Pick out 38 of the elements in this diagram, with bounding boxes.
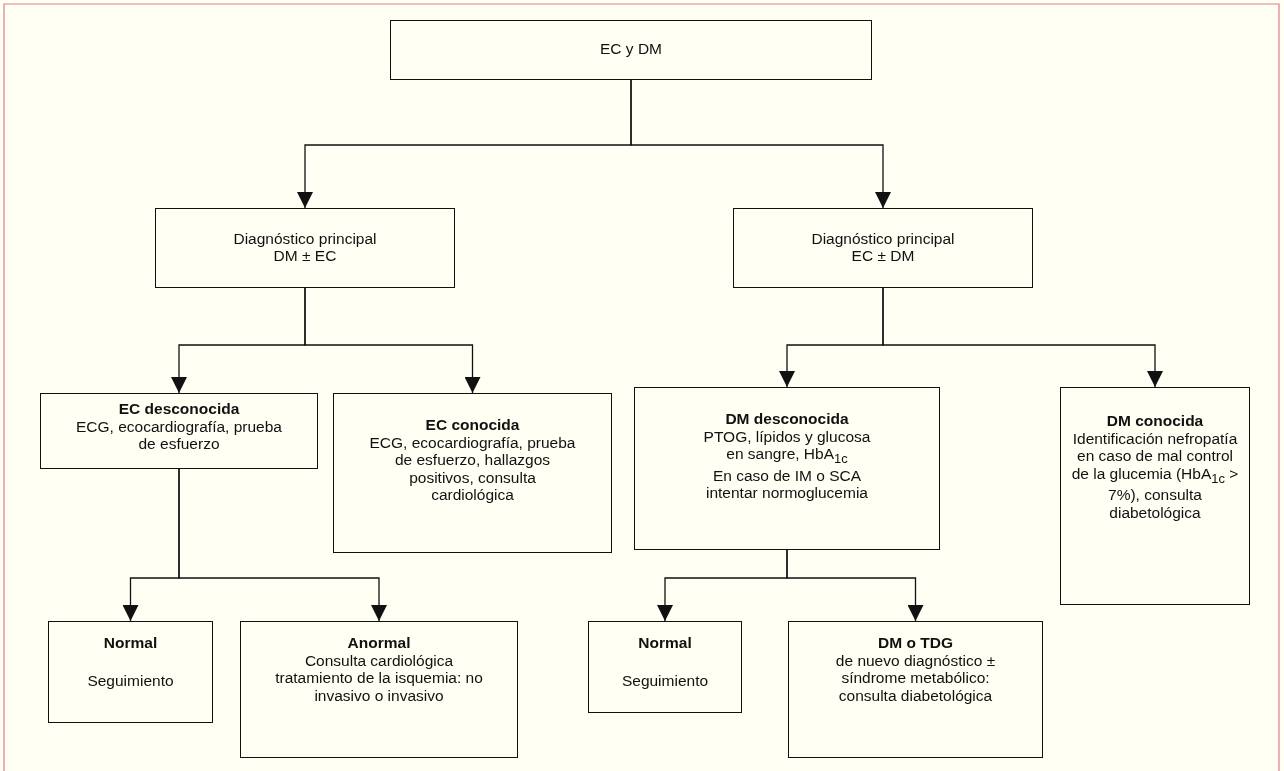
arrow xyxy=(178,468,387,622)
box-heading: DM o TDG xyxy=(878,634,953,652)
box-heading: DM conocida xyxy=(1106,412,1204,430)
process-box xyxy=(155,208,455,288)
box-text: ECG, ecocardiografía, prueba de esfuerzo xyxy=(75,417,283,453)
box-heading: Normal xyxy=(103,634,158,652)
process-box xyxy=(1060,387,1250,605)
box-text: ECG, ecocardiografía, prueba de esfuerzo, hallazgos positivos, consulta cardiológica xyxy=(368,433,577,504)
process-box xyxy=(634,387,940,550)
process-box xyxy=(588,621,742,713)
box-text: En caso de IM o SCA intentar normoglucemia xyxy=(705,466,869,502)
process-box xyxy=(240,621,518,758)
process-box xyxy=(40,393,318,469)
box-text: de nuevo diagnóstico ± síndrome metabólico: consulta diabetológica xyxy=(834,651,997,704)
arrow xyxy=(786,549,924,622)
arrow xyxy=(630,79,891,209)
box-heading: EC conocida xyxy=(425,416,520,434)
box-text: EC y DM xyxy=(600,40,662,58)
box-text: Seguimiento xyxy=(87,671,174,689)
box-text: DM ± EC xyxy=(273,247,337,265)
arrow xyxy=(304,287,481,394)
box-text: Diagnóstico principal xyxy=(233,229,377,247)
process-box xyxy=(390,20,872,80)
process-box xyxy=(733,208,1033,288)
box-text: Diagnóstico principal xyxy=(811,229,955,247)
box-text: EC ± DM xyxy=(851,247,915,265)
arrow xyxy=(882,287,1163,388)
process-box xyxy=(333,393,612,553)
box-text: Consulta cardiológica tratamiento de la isquemia: no invasivo o invasivo xyxy=(275,651,483,704)
box-text: Identificación nefropatía en caso de mal control de la glucemia (HbA$_{1c}$ > 7%), consulta diabetológica xyxy=(1070,429,1240,522)
box-text: Seguimiento xyxy=(621,671,709,689)
process-box xyxy=(788,621,1043,758)
box-heading: Anormal xyxy=(347,634,411,652)
box-text: PTOG, lípidos y glucosa en sangre, HbA$_{1c}$ xyxy=(702,427,872,467)
box-heading: DM desconocida xyxy=(725,410,849,428)
process-box xyxy=(48,621,213,723)
box-heading: Normal xyxy=(638,634,692,652)
box-heading: EC desconocida xyxy=(118,400,240,418)
